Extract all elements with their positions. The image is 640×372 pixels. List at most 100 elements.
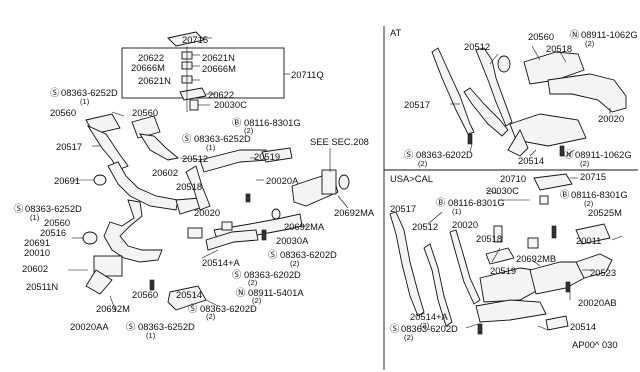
reference-code: AP00^ 030 — [572, 339, 618, 350]
label-cal-20692mb: 20692MB — [516, 253, 556, 264]
bracket-assembly — [167, 31, 207, 112]
label-08363-6252d-b: 08363-6252D — [194, 133, 251, 144]
label-cal-20514a: 20514+A — [410, 311, 449, 322]
label-20560-c: 20560 — [44, 217, 70, 228]
label-at-08911-1062g-prefix: Ⓝ — [570, 29, 580, 40]
label-cal-08116-8301g-a-prefix: Ⓑ — [560, 189, 570, 200]
label-08363-6202d-b-qty: (2) — [248, 278, 258, 287]
label-at-08363-6202d: 08363-6202D — [416, 149, 473, 160]
label-cal-20512: 20512 — [412, 221, 438, 232]
label-08363-6252d-d-qty: (1) — [146, 331, 156, 340]
label-20560-d: 20560 — [132, 289, 158, 300]
label-20516: 20516 — [40, 227, 66, 238]
label-20010: 20010 — [24, 247, 50, 258]
cal-leader-lines — [427, 177, 623, 331]
label-08363-6252d-d: 08363-6252D — [138, 321, 195, 332]
label-08363-6202d-c-qty: (2) — [206, 312, 216, 321]
label-08363-6252d-a-prefix: Ⓢ — [50, 87, 60, 98]
label-08911-5401a-prefix: Ⓝ — [236, 287, 246, 298]
label-at-20518: 20518 — [546, 43, 572, 54]
label-at-20020: 20020 — [598, 113, 624, 124]
label-20692ma-b: 20692MA — [284, 221, 325, 232]
label-08363-6252d-b-prefix: Ⓢ — [182, 133, 192, 144]
label-cal-20715: 20715 — [580, 171, 606, 182]
label-cal-08363-6202d-qty: (2) — [404, 333, 414, 342]
label-cal-20030c: 20030C — [486, 185, 519, 196]
label-at-20517: 20517 — [404, 99, 430, 110]
at-leader-lines — [450, 45, 611, 157]
label-20519: 20519 — [254, 151, 280, 162]
cal-variant-parts — [389, 173, 613, 335]
label-20518: 20518 — [176, 181, 202, 192]
label-cal-08116-8301g-b-prefix: Ⓑ — [436, 197, 446, 208]
label-cal-20523: 20523 — [590, 267, 616, 278]
label-08363-6252d-d-prefix: Ⓢ — [126, 321, 136, 332]
label-cal-20518: 20518 — [476, 233, 502, 244]
label-08116-8301g-prefix: Ⓑ — [232, 117, 242, 128]
label-08363-6252d-b-qty: (1) — [206, 143, 216, 152]
label-08363-6202d-b: 08363-6202D — [244, 269, 301, 280]
label-20602-b: 20602 — [22, 263, 48, 274]
label-20030c: 20030C — [214, 99, 247, 110]
label-20621n-a: 20621N — [202, 52, 235, 63]
label-20666m-b: 20666M — [202, 63, 236, 74]
label-cal-08116-8301g-a-qty: (2) — [584, 199, 594, 208]
label-at-08363-6202d-prefix: Ⓢ — [404, 149, 414, 160]
label-cal-08116-8301g-b: 08116-8301G — [448, 197, 505, 208]
label-cal-08116-8301g-a: 08116-8301G — [571, 189, 628, 200]
label-cal-20519: 20519 — [490, 265, 516, 276]
label-08116-8301g: 08116-8301G — [244, 117, 301, 128]
cal-labels: USA>CAL 20710 20715 20030C Ⓑ 08116-8301G… — [390, 171, 628, 350]
label-20514-a: 20514+A — [202, 257, 241, 268]
at-labels: AT 20560 20512 Ⓝ 08911-1062G (2) 20518 2… — [390, 27, 638, 168]
label-at-20560: 20560 — [528, 31, 554, 42]
label-08363-6252d-c-prefix: Ⓢ — [14, 203, 24, 214]
label-20711q: 20711Q — [291, 69, 324, 80]
label-cal-08116-8301g-b-qty: (1) — [452, 207, 462, 216]
label-cal-20020: 20020 — [452, 219, 478, 230]
label-see-sec-208: SEE SEC.208 — [310, 136, 369, 147]
label-20020: 20020 — [194, 207, 220, 218]
at-variant-parts — [431, 47, 627, 157]
label-cal-20020ab: 20020AB — [578, 297, 617, 308]
label-20020a: 20020A — [266, 175, 299, 186]
label-08116-8301g-qty: (2) — [244, 126, 254, 135]
label-08363-6252d-a: 08363-6252D — [61, 87, 118, 98]
label-20511n: 20511N — [26, 281, 58, 292]
label-08363-6202d-c: 08363-6202D — [200, 303, 257, 314]
label-20622-b: 20622 — [208, 89, 234, 100]
left-labels: 20715 20622 20621N 20666M 20666M 20711Q … — [14, 34, 375, 340]
heading-usa-cal: USA>CAL — [390, 173, 433, 184]
left-leader-lines — [68, 37, 349, 313]
label-08363-6202d-c-prefix: Ⓢ — [188, 303, 198, 314]
label-at-08911-1062g-b-prefix: Ⓝ — [564, 149, 574, 160]
label-08911-5401a-qty: (2) — [252, 296, 262, 305]
label-20514-b: 20514 — [176, 289, 202, 300]
label-at-08911-1062g: 08911-1062G — [581, 29, 638, 40]
heading-at: AT — [390, 27, 402, 38]
label-at-08911-1062g-b: 08911-1062G — [575, 149, 632, 160]
label-cal-20514a-qty: (2) — [420, 321, 430, 330]
label-cal-20517: 20517 — [390, 203, 416, 214]
front-exhaust-pipes — [82, 113, 211, 311]
label-20602-a: 20602 — [152, 167, 178, 178]
label-08363-6202d-a-prefix: Ⓢ — [268, 249, 278, 260]
label-08363-6252d-a-qty: (1) — [80, 97, 90, 106]
label-at-20512: 20512 — [464, 41, 490, 52]
label-08363-6202d-a-qty: (2) — [290, 259, 300, 268]
label-20621n-b: 20621N — [138, 75, 171, 86]
label-20020aa: 20020AA — [70, 321, 109, 332]
label-08363-6202d-a: 08363-6202D — [280, 249, 337, 260]
label-cal-08363-6202d: 08363-6202D — [401, 323, 458, 334]
label-cal-20525m: 20525M — [588, 207, 622, 218]
label-20691-b: 20691 — [24, 237, 50, 248]
label-at-20514: 20514 — [518, 155, 544, 166]
label-cal-08363-6202d-prefix: Ⓢ — [390, 323, 400, 334]
label-20560-b: 20560 — [132, 107, 158, 118]
label-20517: 20517 — [56, 141, 82, 152]
label-08363-6252d-c: 08363-6252D — [25, 203, 82, 214]
label-cal-20710: 20710 — [500, 173, 526, 184]
label-08363-6202d-b-prefix: Ⓢ — [232, 269, 242, 280]
label-20666m-a: 20666M — [131, 62, 165, 73]
label-at-08911-1062g-b-qty: (2) — [580, 159, 590, 168]
